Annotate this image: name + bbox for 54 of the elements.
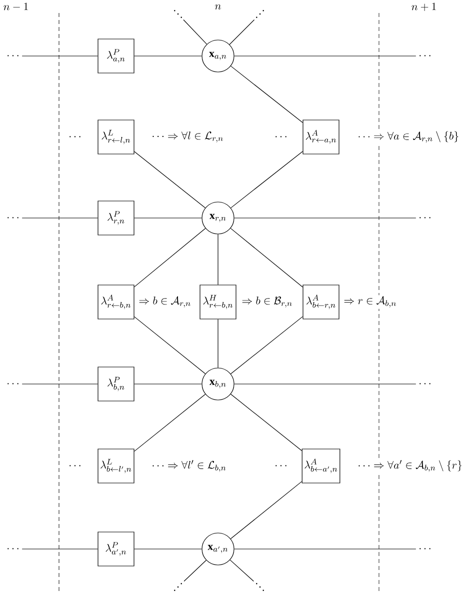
condition-label: $\Rightarrow b\in\mathcal{B}_{r,n}$ [240, 295, 294, 309]
factor-box: $\lambda^{A}_{r\leftarrow a,n}$ [302, 120, 340, 154]
connector-line [134, 151, 206, 208]
connector-line [234, 548, 416, 550]
ellipsis: ⋱ [174, 10, 182, 18]
condition-label: $\cdots\Rightarrow\forall l\in\mathcal{L}_{r,n}$ [150, 130, 226, 144]
connector-line [134, 548, 202, 550]
ellipsis: $\cdots$ [8, 548, 18, 550]
ellipsis: $\cdots$ [67, 462, 83, 470]
ellipsis: $\cdots$ [420, 217, 430, 218]
factor-box: $\lambda^{A}_{r\leftarrow b,n}$ [98, 284, 134, 320]
ellipsis: $\cdots$ [8, 383, 18, 384]
connector-line [134, 394, 206, 452]
ellipsis: $\cdots$ [67, 133, 83, 141]
connector-line [184, 560, 206, 582]
connector-line [230, 151, 303, 208]
condition-label: $\Rightarrow b\in\mathcal{A}_{r,n}$ [137, 295, 193, 309]
connector-line [229, 19, 255, 45]
ellipsis: $\cdots$ [420, 55, 430, 56]
factor-box: $\lambda^{P}_{a,n}$ [98, 38, 134, 74]
ellipsis: $\cdots$ [420, 548, 430, 550]
condition-label: $\cdots\Rightarrow\forall l'\in\mathcal{L}_{b,n}$ [150, 458, 228, 474]
connector-line [230, 560, 254, 582]
factor-box: $\lambda^{A}_{b\leftarrow a',n}$ [302, 448, 340, 484]
time-step-label: $n-1$ [4, 2, 28, 10]
connector-line [230, 394, 302, 452]
connector-line [134, 316, 206, 374]
factor-box: $\lambda^{A}_{b\leftarrow r,n}$ [302, 284, 340, 320]
ellipsis: ⋱ [256, 582, 264, 592]
ellipsis: $\cdots$ [420, 383, 430, 384]
condition-label: $\cdots\Rightarrow\forall a'\in\mathcal{A}_{b,n}\setminus\{r\}$ [356, 458, 464, 474]
factor-box: $\lambda^{L}_{r\leftarrow l,n}$ [98, 120, 134, 154]
connector-line [230, 228, 303, 288]
factor-box: $\lambda^{L}_{b\leftarrow l',n}$ [98, 448, 134, 484]
connector-line [22, 548, 98, 550]
time-step-label: $n+1$ [412, 2, 436, 11]
time-step-label: $n$ [215, 4, 221, 10]
ellipsis: ⋰ [174, 582, 182, 592]
ellipsis: $\cdots$ [8, 55, 18, 56]
factor-box: $\lambda^{P}_{r,n}$ [98, 200, 134, 236]
connector-line [134, 228, 206, 288]
ellipsis: $\cdots$ [273, 133, 289, 141]
ellipsis: ⋰ [256, 10, 264, 18]
condition-label: $\Rightarrow r\in\mathcal{A}_{b,n}$ [342, 295, 398, 309]
connector-line [230, 66, 303, 123]
connector-line [230, 316, 303, 374]
ellipsis: $\cdots$ [8, 217, 18, 218]
ellipsis: $\cdots$ [273, 462, 289, 470]
factor-box: $\lambda^{P}_{a',n}$ [98, 532, 134, 566]
connector-line [183, 19, 208, 44]
connector-line [230, 481, 302, 540]
factor-box: $\lambda^{H}_{r\leftarrow b,n}$ [200, 284, 236, 320]
factor-box: $\lambda^{P}_{b,n}$ [98, 366, 134, 402]
condition-label: $\cdots\Rightarrow\forall a\in\mathcal{A}_{r,n}\setminus\{b\}$ [356, 130, 461, 144]
